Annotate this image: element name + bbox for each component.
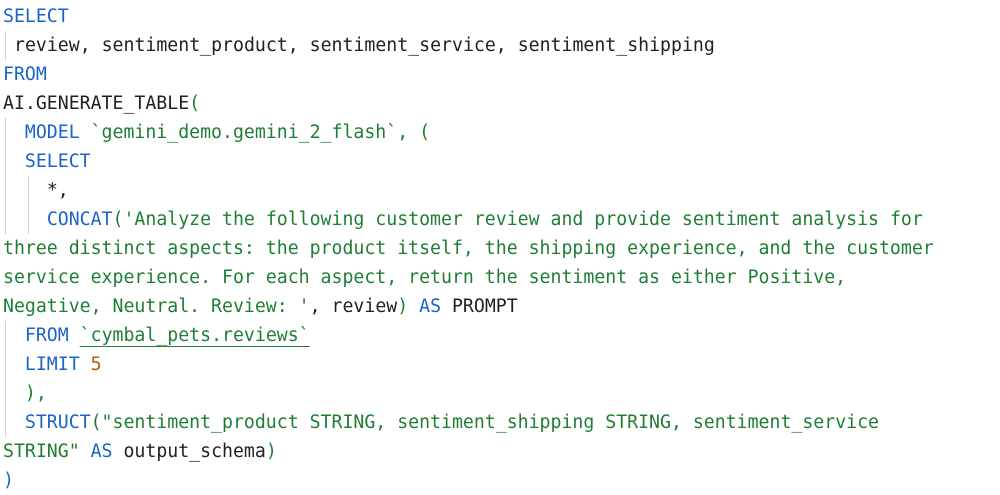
select-column-list: review, sentiment_product, sentiment_ser…	[14, 35, 715, 56]
code-line-17: )	[3, 466, 997, 495]
code-line-13: LIMIT 5	[3, 350, 997, 379]
code-line-5: MODEL `gemini_demo.gemini_2_flash`, (	[3, 118, 997, 147]
model-name: `gemini_demo.gemini_2_flash`	[90, 122, 398, 143]
keyword-as: AS	[419, 296, 442, 317]
prompt-string-part-3: service experience. For each aspect, ret…	[3, 267, 847, 288]
indent-guide	[5, 321, 6, 350]
close-paren: )	[397, 296, 409, 317]
function-concat: CONCAT	[46, 209, 113, 230]
alias-prompt: PROMPT	[451, 296, 518, 317]
table-reference[interactable]: `cymbal_pets.reviews`	[79, 325, 310, 346]
open-paren: (	[189, 93, 201, 114]
model-args-open: , (	[397, 122, 431, 143]
keyword-model: MODEL	[24, 122, 80, 143]
close-paren: )	[265, 441, 277, 462]
keyword-from: FROM	[3, 64, 47, 85]
sql-code-editor[interactable]: SELECT review, sentiment_product, sentim…	[3, 2, 997, 495]
keyword-as: AS	[90, 441, 113, 462]
code-line-12: FROM `cymbal_pets.reviews`	[3, 321, 997, 350]
code-line-1: SELECT	[3, 2, 997, 31]
final-close-paren: )	[3, 470, 14, 491]
schema-string-part-2: STRING"	[3, 441, 80, 462]
indent-guide	[5, 31, 6, 60]
code-line-8: CONCAT('Analyze the following customer r…	[3, 205, 997, 234]
keyword-from: FROM	[24, 325, 69, 346]
code-line-4: AI.GENERATE_TABLE(	[3, 89, 997, 118]
alias-output-schema: output_schema	[123, 441, 266, 462]
prompt-string-part-2: three distinct aspects: the product itse…	[3, 238, 934, 259]
close-paren-comma: ),	[24, 383, 47, 404]
function-struct: STRUCT	[24, 412, 91, 433]
select-star: *,	[46, 180, 69, 201]
code-line-9: three distinct aspects: the product itse…	[3, 234, 997, 263]
code-line-16: STRING" AS output_schema)	[3, 437, 997, 466]
code-line-10: service experience. For each aspect, ret…	[3, 263, 997, 292]
keyword-select: SELECT	[24, 151, 91, 172]
prompt-string-part-1: ('Analyze the following customer review …	[112, 209, 923, 230]
code-line-14: ),	[3, 379, 997, 408]
code-line-2: review, sentiment_product, sentiment_ser…	[3, 31, 997, 60]
column-review: review	[331, 296, 398, 317]
indent-guide	[5, 408, 6, 437]
code-line-7: *,	[3, 176, 997, 205]
indent-guide	[5, 118, 6, 147]
comma-separator: ,	[309, 296, 332, 317]
code-line-6: SELECT	[3, 147, 997, 176]
indent-guide	[5, 147, 6, 176]
indent-guide	[5, 205, 6, 234]
indent-guide	[5, 379, 6, 408]
schema-string-part-1: ("sentiment_product STRING, sentiment_sh…	[90, 412, 879, 433]
code-line-3: FROM	[3, 60, 997, 89]
indent-guide	[28, 176, 29, 205]
code-line-15: STRUCT("sentiment_product STRING, sentim…	[3, 408, 997, 437]
indent-guide	[5, 350, 6, 379]
keyword-select: SELECT	[3, 6, 69, 27]
code-line-11: Negative, Neutral. Review: ', review) AS…	[3, 292, 997, 321]
indent-guide	[5, 176, 6, 205]
function-generate-table: AI.GENERATE_TABLE	[3, 93, 190, 114]
limit-value: 5	[90, 354, 102, 375]
prompt-string-part-4: Negative, Neutral. Review: '	[3, 296, 310, 317]
keyword-limit: LIMIT	[24, 354, 80, 375]
indent-guide	[28, 205, 29, 234]
